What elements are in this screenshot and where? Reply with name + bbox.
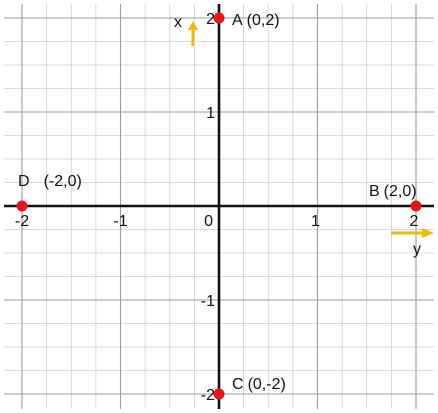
point-coords: (0,2) [247,12,280,29]
h-tick-label: 0 [204,213,213,230]
v-tick-label: 2 [206,11,215,28]
point-c-label: C(0,-2) [232,376,286,393]
point-d-label: D (-2,0) [18,173,82,190]
v-tick-label: -1 [201,293,215,310]
point-coords: (0,-2) [248,376,286,393]
point-b [410,200,422,212]
point-a [213,12,225,24]
v-tick-label: 1 [206,105,215,122]
h-tick-label: -2 [15,213,29,230]
vertical-axis-arrow-head [188,21,198,30]
point-b-label: B(2,0) [369,183,417,200]
point-name: D [18,173,30,190]
tick-labels: -2 -1 0 1 2 2 1 -1 -2 [15,11,419,404]
horizontal-axis-name: y [413,241,421,258]
h-tick-label: 1 [311,213,320,230]
point-a-label: A(0,2) [232,12,280,29]
h-tick-label: -1 [113,213,127,230]
point-name: C [232,376,244,393]
axes [4,4,434,409]
point-coords: (2,0) [384,183,417,200]
axis-arrows: xy [174,14,434,258]
horizontal-axis-arrow-head [422,228,434,238]
point-coords: (-2,0) [44,173,82,190]
point-c [213,388,225,400]
h-tick-label: 2 [410,213,419,230]
vertical-axis-name: x [174,14,182,31]
v-tick-label: -2 [201,387,215,404]
point-d [16,200,28,212]
point-name: B [369,183,380,200]
point-name: A [232,12,243,29]
points: A(0,2) B(2,0) C(0,-2) D (-2,0) [16,12,422,400]
